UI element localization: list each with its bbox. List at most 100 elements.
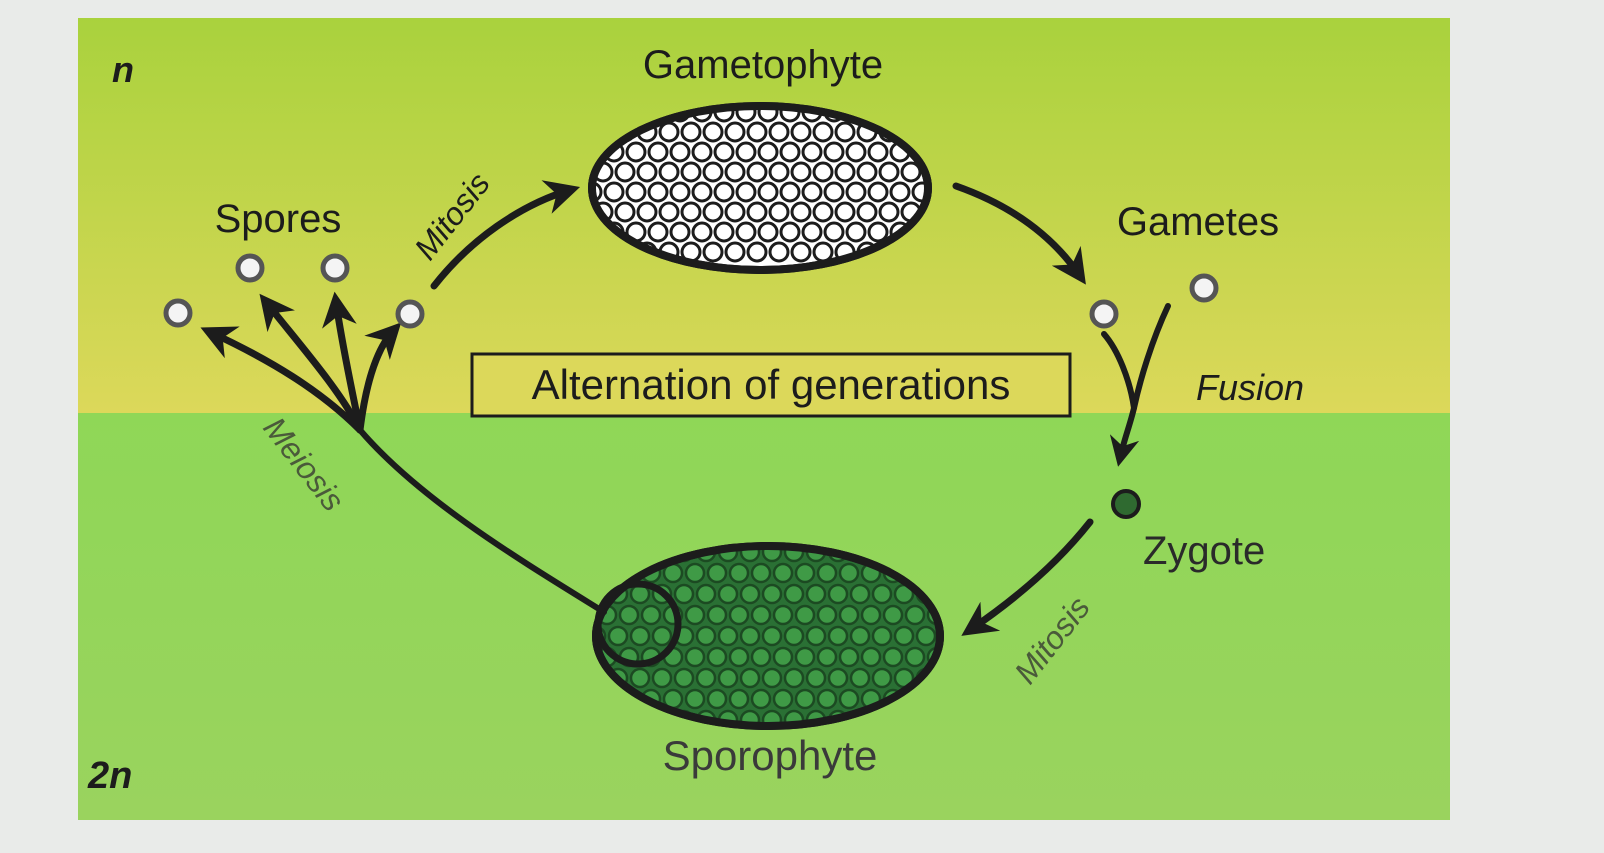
gametophyte-cell: [746, 161, 768, 183]
gametophyte-cell: [812, 241, 834, 263]
gametophyte-cell: [768, 241, 790, 263]
gametophyte-cell: [658, 161, 680, 183]
sporophyte-cell: [794, 562, 816, 584]
spores-group: [163, 253, 425, 329]
sporophyte-cell: [695, 667, 717, 689]
center-title: Alternation of generations: [532, 361, 1011, 408]
gametophyte-cell: [900, 161, 922, 183]
gametophyte-cell: [845, 221, 867, 243]
zygote-label: Zygote: [1143, 529, 1265, 573]
sporophyte-cell: [849, 667, 871, 689]
gametes-arrow: [952, 182, 1086, 285]
sporophyte-cell: [695, 625, 717, 647]
meiosis-stem: [357, 427, 607, 615]
sporophyte-cell: [772, 604, 794, 626]
sporophyte-cell: [651, 625, 673, 647]
diploid-label: 2n: [87, 755, 132, 797]
gametophyte-cell: [713, 141, 735, 163]
gametophyte-cell: [691, 141, 713, 163]
gametophyte-cell: [724, 241, 746, 263]
sporophyte-cell: [871, 583, 893, 605]
gametophyte-cell: [746, 121, 768, 143]
sporophyte-cell: [706, 646, 728, 668]
gametophyte-cell: [779, 141, 801, 163]
gametophyte-cell: [878, 161, 900, 183]
gametophyte-cell: [867, 221, 889, 243]
sporophyte-cell: [904, 604, 926, 626]
sporophyte-cell: [728, 688, 750, 710]
sporophyte-cell: [816, 688, 838, 710]
sporophyte-cell: [728, 604, 750, 626]
sporophyte-cell: [871, 667, 893, 689]
meiosis-arrow-4: [356, 322, 402, 434]
sporophyte-cell: [651, 667, 673, 689]
sporophyte-cell: [838, 562, 860, 584]
gametophyte-cell: [691, 221, 713, 243]
sporophyte-cell: [706, 604, 728, 626]
sporophyte-cell: [794, 688, 816, 710]
gametophyte-cell: [669, 141, 691, 163]
gametophyte-cell: [625, 181, 647, 203]
gametophyte-cell: [768, 161, 790, 183]
sporophyte-cell: [629, 625, 651, 647]
gametophyte-cell: [823, 141, 845, 163]
sporophyte-cell: [783, 667, 805, 689]
sporophyte-cell: [816, 604, 838, 626]
gametophyte-cell: [724, 121, 746, 143]
gametophyte-cell: [834, 161, 856, 183]
zygote: [1111, 489, 1141, 519]
sporophyte-cell: [717, 583, 739, 605]
fusion-label: Fusion: [1196, 367, 1304, 408]
gametophyte-cell: [735, 181, 757, 203]
sporophyte-cell: [728, 562, 750, 584]
meiosis-arrow-2: [259, 293, 364, 434]
gametophyte-cell: [801, 141, 823, 163]
sporophyte-cell: [838, 646, 860, 668]
sporophyte-cell: [684, 562, 706, 584]
sporophyte-cell: [739, 625, 761, 647]
gametophyte-cell: [768, 121, 790, 143]
mitosis-arrow-top: [430, 180, 581, 290]
sporophyte-cell: [618, 604, 640, 626]
sporophyte-cell: [871, 625, 893, 647]
gametophyte-cell: [713, 181, 735, 203]
sporophyte-cell: [882, 646, 904, 668]
gametophyte-cell: [625, 141, 647, 163]
gametophyte-cell: [669, 221, 691, 243]
sporophyte-cell: [728, 646, 750, 668]
sporophyte-cell: [805, 583, 827, 605]
sporophyte-cell: [750, 646, 772, 668]
sporophyte-cell: [915, 625, 937, 647]
gametophyte-cell: [801, 181, 823, 203]
gametophyte-cell: [867, 141, 889, 163]
fusion-arrow-right: [1109, 303, 1171, 467]
mitosis-arrow-bottom: [961, 518, 1094, 636]
gametophyte-cell: [647, 221, 669, 243]
sporophyte-cell: [761, 625, 783, 647]
gametes-label: Gametes: [1117, 200, 1279, 244]
gametophyte-cell: [702, 201, 724, 223]
gametophyte-cell: [735, 141, 757, 163]
gametophyte-cell: [823, 221, 845, 243]
sporophyte-cell: [640, 604, 662, 626]
sporophyte-cell: [805, 625, 827, 647]
gametophyte-cell: [790, 121, 812, 143]
fusion-arrow-left: [1101, 331, 1137, 411]
gametophyte-label: Gametophyte: [643, 43, 883, 87]
sporophyte-cell: [673, 667, 695, 689]
gametophyte-cell: [636, 161, 658, 183]
sporophyte-cell: [607, 625, 629, 647]
gametophyte-cell: [724, 201, 746, 223]
sporophyte-cell: [816, 562, 838, 584]
sporophyte-cell: [772, 562, 794, 584]
gamete-1: [1089, 299, 1119, 329]
gametophyte-cell: [801, 221, 823, 243]
gametophyte-cell: [757, 181, 779, 203]
spores-label: Spores: [215, 197, 342, 241]
spore-4: [395, 299, 425, 329]
gametophyte-cell: [790, 161, 812, 183]
gametophyte-cell: [746, 201, 768, 223]
gametophyte-cell: [614, 161, 636, 183]
gametophyte-cell: [647, 181, 669, 203]
gametophyte-cell: [757, 221, 779, 243]
